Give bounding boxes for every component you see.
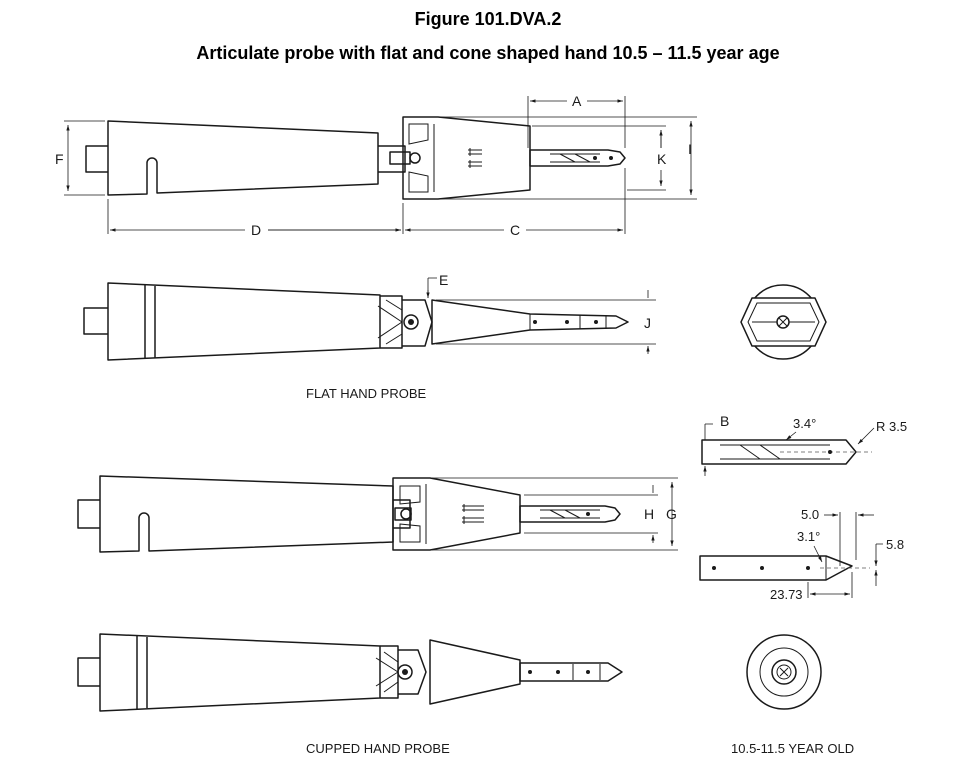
flat-probe-side-view: E J bbox=[83, 272, 656, 361]
length-5-0-label: 5.0 bbox=[801, 507, 819, 522]
dimension-label-b: B bbox=[720, 413, 729, 429]
angle-3-1-label: 3.1° bbox=[797, 529, 820, 544]
figure-title: Figure 101.DVA.2 bbox=[414, 9, 562, 29]
handle-body bbox=[107, 120, 379, 196]
cupped-probe-side-view bbox=[77, 633, 623, 712]
joint-link bbox=[378, 145, 406, 173]
dimension-label-j: J bbox=[644, 315, 651, 331]
flat-probe-top-view: F D C A K I bbox=[55, 93, 697, 238]
dimension-label-f: F bbox=[55, 151, 64, 167]
radius-label: R 3.5 bbox=[876, 419, 907, 434]
length-23-73-label: 23.73 bbox=[770, 587, 803, 602]
dimension-label-g: G bbox=[666, 506, 677, 522]
dimension-label-a: A bbox=[572, 93, 582, 109]
caption-cupped-hand-probe: CUPPED HAND PROBE bbox=[306, 741, 450, 756]
offset-5-8-label: 5.8 bbox=[886, 537, 904, 552]
flat-probe-end-view bbox=[740, 284, 827, 360]
cupped-probe-top-view: H G bbox=[77, 475, 678, 553]
dimension-label-i: I bbox=[688, 141, 692, 157]
finger-probe bbox=[529, 149, 626, 167]
detail-fingertip-side: B 3.4° R 3.5 bbox=[701, 413, 907, 476]
handle-body-cupped bbox=[99, 475, 394, 553]
caption-flat-hand-probe: FLAT HAND PROBE bbox=[306, 386, 426, 401]
hand-cone bbox=[402, 116, 531, 200]
dimension-label-k: K bbox=[657, 151, 667, 167]
dimension-label-e: E bbox=[439, 272, 448, 288]
caption-age-range: 10.5-11.5 YEAR OLD bbox=[731, 741, 854, 756]
dimension-label-h: H bbox=[644, 506, 654, 522]
dimension-label-d: D bbox=[251, 222, 261, 238]
dimension-label-c: C bbox=[510, 222, 520, 238]
cupped-probe-end-view bbox=[746, 634, 822, 710]
flat-hand-blade bbox=[431, 299, 629, 345]
angle-3-4-label: 3.4° bbox=[793, 416, 816, 431]
handle-knob bbox=[85, 145, 108, 173]
figure-subtitle: Articulate probe with flat and cone shap… bbox=[196, 43, 780, 63]
handle-body-side bbox=[107, 282, 381, 361]
cone-hand bbox=[429, 639, 521, 705]
detail-cone-tip: 5.0 3.1° 5.8 23.73 bbox=[699, 507, 904, 602]
